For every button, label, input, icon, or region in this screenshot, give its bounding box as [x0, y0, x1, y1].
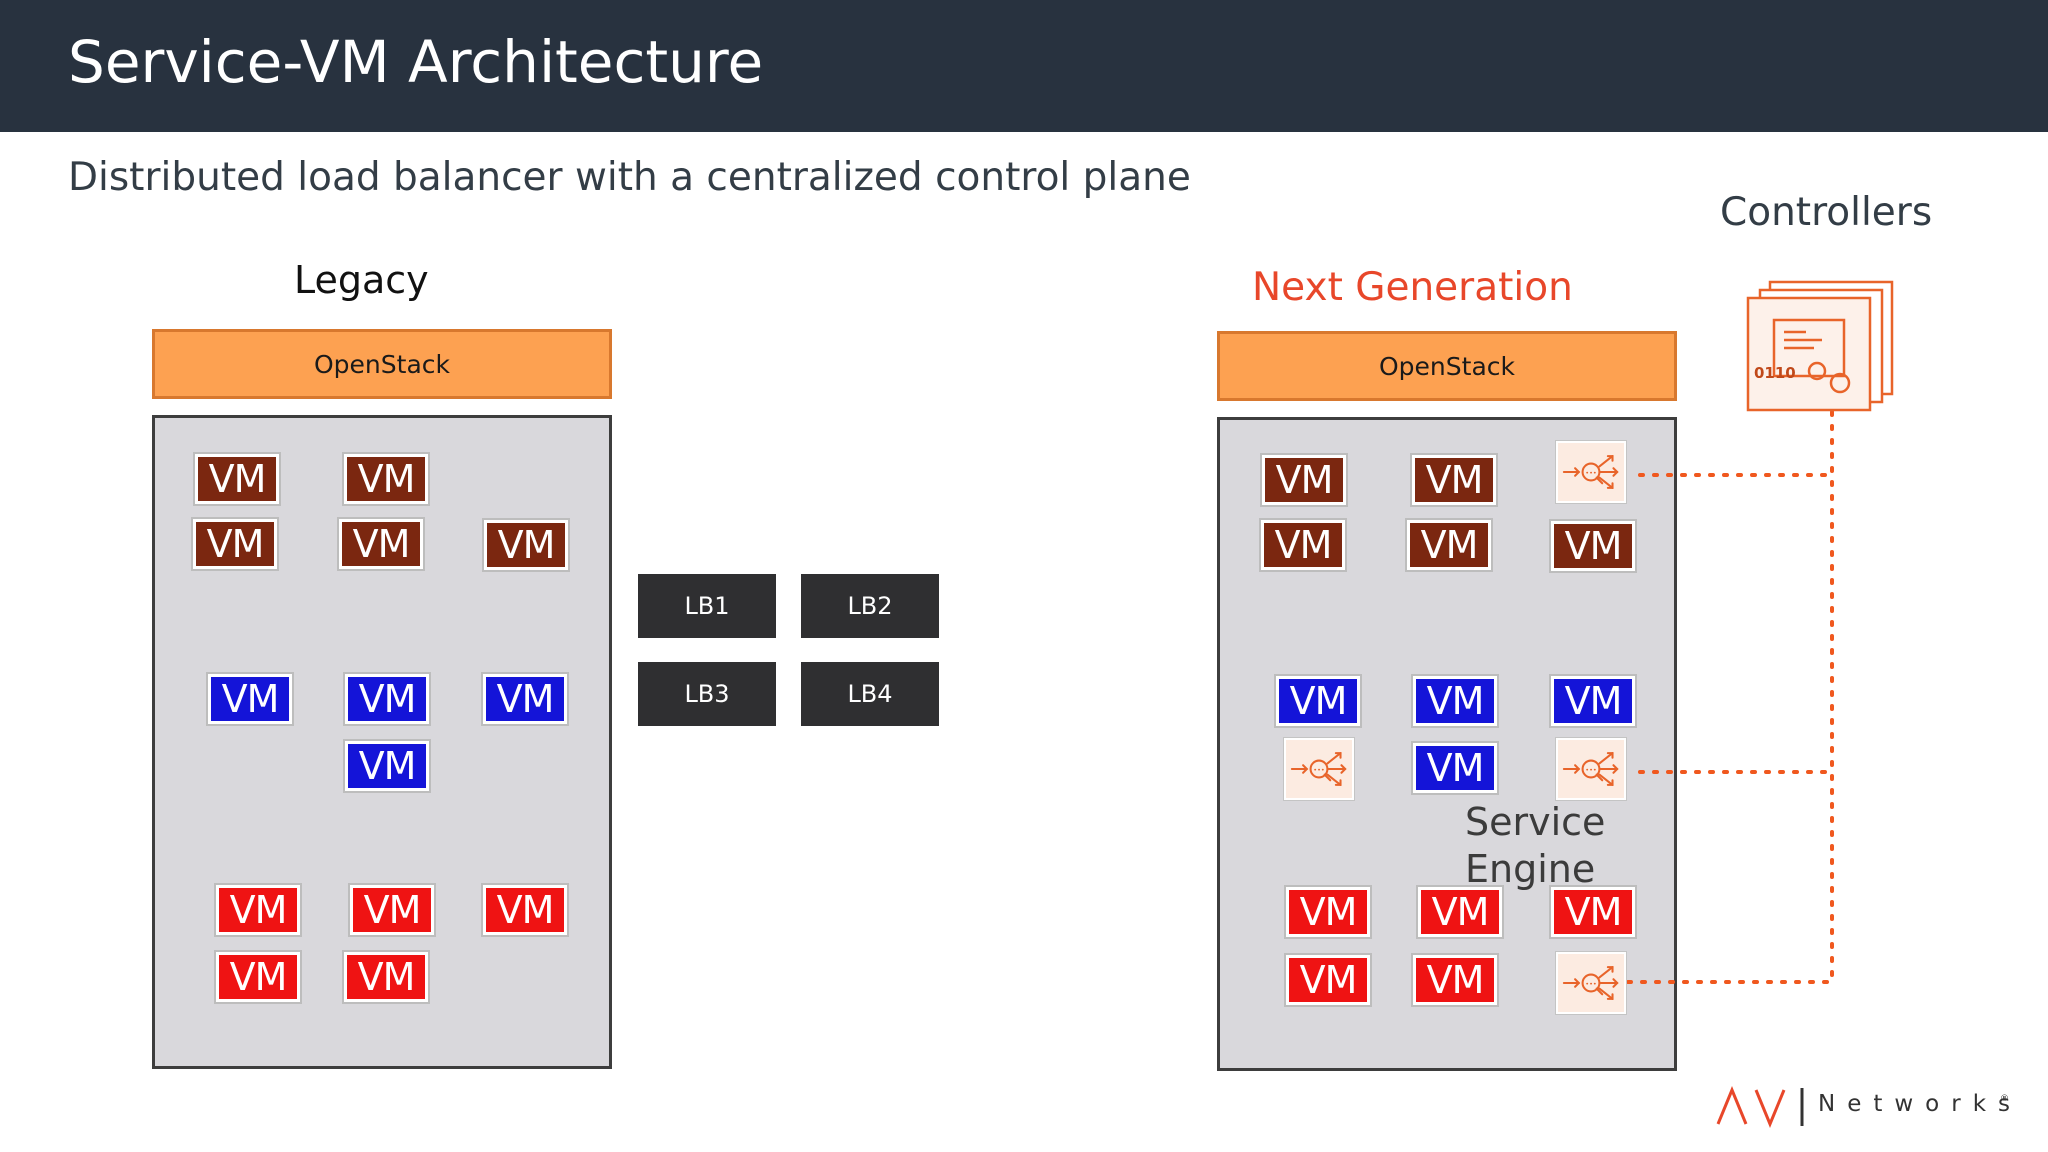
service-engine-icon: ••• — [1555, 951, 1627, 1015]
legacy-vm-red: VM — [342, 950, 430, 1004]
legacy-vm-brown: VM — [337, 517, 425, 571]
legacy-vm-red: VM — [214, 950, 302, 1004]
service-engine-icon: ••• — [1555, 737, 1627, 801]
avi-logo-text: Networks — [1818, 1091, 2023, 1117]
legacy-vm-brown: VM — [482, 518, 570, 572]
slide-subtitle: Distributed load balancer with a central… — [68, 155, 1191, 200]
legacy-vm-blue: VM — [343, 672, 431, 726]
registered-mark: ® — [2000, 1094, 2009, 1104]
nextgen-vm-red: VM — [1549, 885, 1637, 939]
lb-box: LB2 — [801, 574, 939, 638]
lb-box: LB4 — [801, 662, 939, 726]
nextgen-vm-blue: VM — [1549, 674, 1637, 728]
svg-text:•••: ••• — [1585, 469, 1597, 477]
nextgen-vm-red: VM — [1416, 885, 1504, 939]
nextgen-vm-blue: VM — [1274, 674, 1362, 728]
svg-text:•••: ••• — [1313, 766, 1325, 774]
next-generation-label: Next Generation — [1252, 265, 1573, 310]
svg-text:•••: ••• — [1585, 980, 1597, 988]
controller-gear-icon: 0110 — [1742, 280, 1894, 412]
nextgen-vm-blue: VM — [1411, 674, 1499, 728]
legacy-vm-brown: VM — [342, 452, 430, 506]
legacy-label: Legacy — [294, 258, 429, 302]
nextgen-vm-red: VM — [1284, 953, 1372, 1007]
nextgen-vm-red: VM — [1284, 885, 1372, 939]
legacy-vm-blue: VM — [343, 739, 431, 793]
legacy-vm-brown: VM — [193, 452, 281, 506]
controllers-label: Controllers — [1720, 190, 1933, 235]
title-bar: Service-VM Architecture — [0, 0, 2048, 132]
slide-title: Service-VM Architecture — [68, 28, 764, 96]
service-engine-icon: ••• — [1283, 737, 1355, 801]
service-engine-caption: Service Engine — [1465, 800, 1606, 891]
lb-box: LB1 — [638, 574, 776, 638]
nextgen-vm-brown: VM — [1259, 518, 1347, 572]
legacy-vm-blue: VM — [481, 672, 569, 726]
lb-box: LB3 — [638, 662, 776, 726]
svg-text:•••: ••• — [1585, 766, 1597, 774]
nextgen-vm-brown: VM — [1549, 519, 1637, 573]
nextgen-vm-red: VM — [1411, 953, 1499, 1007]
legacy-vm-brown: VM — [191, 517, 279, 571]
legacy-vm-red: VM — [214, 883, 302, 937]
legacy-vm-red: VM — [481, 883, 569, 937]
controller-icon-text: 0110 — [1754, 364, 1796, 382]
nextgen-vm-blue: VM — [1411, 741, 1499, 795]
legacy-openstack-bar: OpenStack — [152, 329, 612, 399]
nextgen-vm-brown: VM — [1405, 518, 1493, 572]
nextgen-openstack-bar: OpenStack — [1217, 331, 1677, 401]
nextgen-vm-brown: VM — [1410, 453, 1498, 507]
legacy-vm-blue: VM — [206, 672, 294, 726]
service-engine-icon: ••• — [1555, 440, 1627, 504]
avi-logo — [1716, 1086, 1804, 1128]
nextgen-vm-brown: VM — [1260, 453, 1348, 507]
legacy-vm-red: VM — [348, 883, 436, 937]
